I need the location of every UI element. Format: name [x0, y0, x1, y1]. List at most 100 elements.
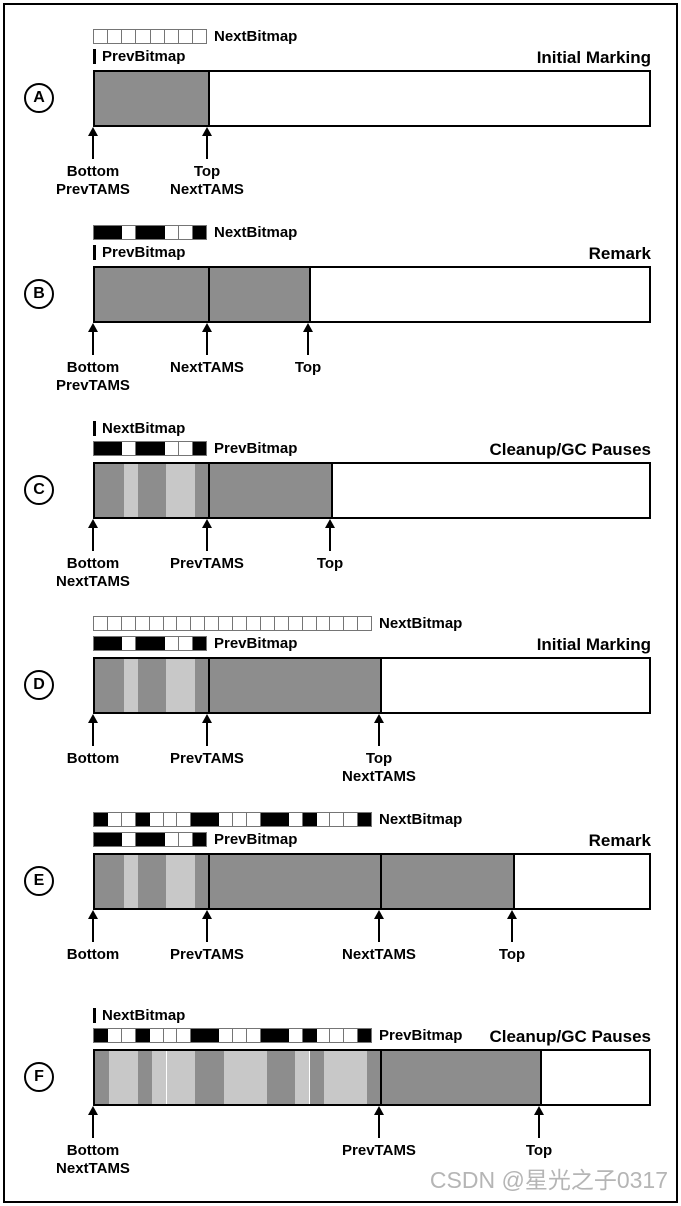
- prev-bitmap: [93, 636, 207, 651]
- region-segment: [266, 1051, 281, 1104]
- phase-label: Remark: [588, 244, 651, 263]
- region-segment: [95, 268, 310, 321]
- marker-label: NextTAMS: [342, 768, 416, 785]
- next-bitmap-tick: [93, 421, 96, 436]
- up-arrow-icon: [507, 910, 517, 919]
- marker-label: Bottom: [66, 163, 120, 180]
- region-segment: [166, 464, 181, 517]
- bitmap-cell: [164, 442, 179, 455]
- up-arrow-line: [511, 917, 513, 942]
- prev-bitmap-label: PrevBitmap: [214, 635, 298, 652]
- marker-label: PrevTAMS: [170, 555, 244, 572]
- region-segment: [137, 855, 152, 908]
- region-divider: [208, 72, 210, 125]
- heap-region-bar: [93, 266, 651, 323]
- up-arrow-icon: [325, 519, 335, 528]
- region-segment: [137, 1051, 153, 1104]
- next-bitmap: [93, 616, 372, 631]
- bitmap-cell: [302, 813, 317, 826]
- bitmap-cell: [233, 617, 247, 630]
- bitmap-cell: [358, 813, 372, 826]
- bitmap-cell: [135, 617, 150, 630]
- bitmap-cell: [136, 637, 151, 650]
- bitmap-cell: [205, 813, 220, 826]
- bitmap-cell: [219, 1029, 234, 1042]
- bitmap-cell: [135, 1029, 150, 1042]
- next-bitmap-label: NextBitmap: [102, 420, 186, 437]
- bitmap-cell: [150, 226, 165, 239]
- region-divider: [380, 855, 382, 908]
- up-arrow-line: [92, 526, 94, 551]
- marker-label: Top: [193, 163, 221, 180]
- prev-bitmap-label: PrevBitmap: [214, 440, 298, 457]
- up-arrow-icon: [202, 127, 212, 136]
- up-arrow-line: [206, 526, 208, 551]
- region-divider: [208, 464, 210, 517]
- region-segment: [195, 1051, 210, 1104]
- region-divider: [331, 464, 333, 517]
- up-arrow-icon: [534, 1106, 544, 1115]
- bitmap-cell: [122, 833, 137, 846]
- bitmap-cell: [122, 637, 137, 650]
- region-divider: [380, 1051, 382, 1104]
- bitmap-cell: [274, 1029, 289, 1042]
- bitmap-cell: [94, 833, 109, 846]
- region-segment: [194, 464, 209, 517]
- bitmap-cell: [108, 833, 123, 846]
- bitmap-cell: [192, 30, 206, 43]
- region-divider: [208, 659, 210, 712]
- marker-label: NextTAMS: [56, 573, 130, 590]
- region-segment: [180, 464, 195, 517]
- next-bitmap: [93, 812, 372, 827]
- up-arrow-icon: [303, 323, 313, 332]
- bitmap-cell: [121, 1029, 136, 1042]
- marker-label: NextTAMS: [342, 946, 416, 963]
- bitmap-cell: [121, 617, 136, 630]
- up-arrow-line: [538, 1113, 540, 1138]
- phase-label: Cleanup/GC Pauses: [489, 440, 651, 459]
- bitmap-cell: [233, 813, 247, 826]
- bitmap-cell: [246, 1029, 261, 1042]
- bitmap-cell: [149, 617, 164, 630]
- bitmap-cell: [177, 617, 192, 630]
- up-arrow-icon: [202, 910, 212, 919]
- region-segment: [109, 1051, 124, 1104]
- bitmap-cell: [150, 442, 165, 455]
- next-bitmap-tick: [93, 1008, 96, 1023]
- phase-letter-badge: E: [24, 866, 54, 896]
- bitmap-cell: [136, 442, 151, 455]
- region-segment: [180, 1051, 196, 1104]
- bitmap-cell: [150, 833, 165, 846]
- marker-label: NextTAMS: [56, 1160, 130, 1177]
- up-arrow-line: [92, 330, 94, 355]
- bitmap-cell: [136, 30, 151, 43]
- prev-bitmap-label: PrevBitmap: [214, 831, 298, 848]
- bitmap-cell: [316, 1029, 331, 1042]
- diagram-border: [3, 3, 678, 1203]
- marker-label: PrevTAMS: [342, 1142, 416, 1159]
- up-arrow-icon: [88, 714, 98, 723]
- up-arrow-icon: [88, 1106, 98, 1115]
- marker-label: Bottom: [66, 750, 120, 767]
- marker-label: PrevTAMS: [56, 377, 130, 394]
- bitmap-cell: [191, 813, 206, 826]
- bitmap-cell: [192, 833, 206, 846]
- up-arrow-line: [206, 330, 208, 355]
- up-arrow-line: [206, 917, 208, 942]
- bitmap-cell: [274, 617, 289, 630]
- marker-label: Top: [525, 1142, 553, 1159]
- up-arrow-icon: [88, 910, 98, 919]
- up-arrow-line: [378, 1113, 380, 1138]
- bitmap-cell: [108, 226, 123, 239]
- bitmap-cell: [121, 813, 136, 826]
- region-segment: [238, 1051, 253, 1104]
- bitmap-cell: [246, 813, 261, 826]
- region-segment: [209, 659, 381, 712]
- bitmap-cell: [122, 30, 137, 43]
- bitmap-cell: [164, 637, 179, 650]
- region-segment: [123, 1051, 138, 1104]
- marker-label: Bottom: [66, 359, 120, 376]
- region-segment: [166, 855, 181, 908]
- bitmap-cell: [260, 617, 275, 630]
